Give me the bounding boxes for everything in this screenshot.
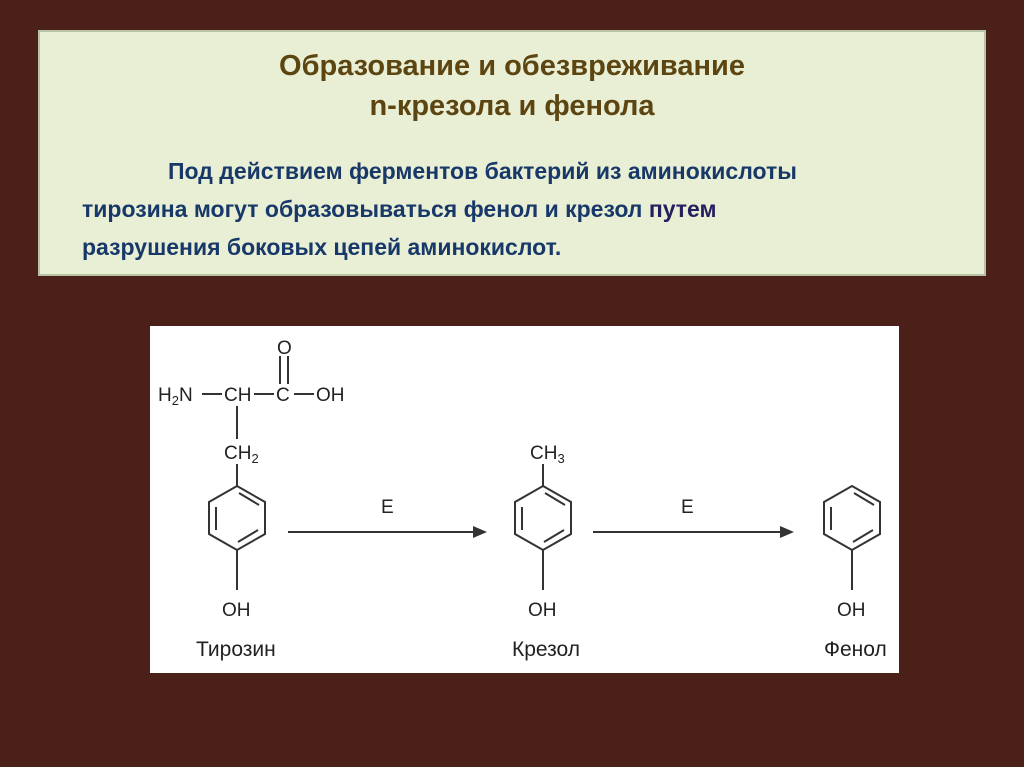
tyrosine-name: Тирозин xyxy=(196,638,276,661)
cresol-ring-double-1 xyxy=(544,492,566,506)
cresol-ring-double-2 xyxy=(543,529,565,543)
arrow-1-head xyxy=(473,526,487,538)
cresol-oh-label: OH xyxy=(528,600,557,621)
desc-line-1: Под действием ферментов бактерий из амин… xyxy=(168,158,797,184)
cresol-ring xyxy=(514,484,572,552)
cresol-ch3-label: CH3 xyxy=(530,443,565,466)
tyrosine-ch2-label: CH2 xyxy=(224,443,259,466)
phenol-oh-label: OH xyxy=(837,600,866,621)
phenol-ring-double-2 xyxy=(852,529,874,543)
arrow-1-label: E xyxy=(381,497,394,518)
tyrosine-c-label: C xyxy=(276,385,290,406)
reaction-diagram: H2N CH C O OH CH2 OH Тирозин E E CH3 OH … xyxy=(150,326,899,673)
title-line-2: n-крезола и фенола xyxy=(369,90,655,122)
header-panel: Образование и обезвреживание n-крезола и… xyxy=(38,30,986,276)
tyrosine-oh-label: OH xyxy=(222,600,251,621)
title-line-1: Образование и обезвреживание xyxy=(279,50,745,82)
tyrosine-ring xyxy=(208,484,266,552)
desc-line-2: тирозина могут образовываться фенол и кр… xyxy=(82,190,960,228)
tyrosine-ring-double-2 xyxy=(237,529,259,543)
tyrosine-h2n-label: H2N xyxy=(158,385,193,408)
phenol-ring-double-1 xyxy=(853,492,875,506)
tyrosine-ch-label: CH xyxy=(224,385,251,406)
cresol-name: Крезол xyxy=(512,638,580,661)
reaction-scheme-svg: H2N CH C O OH CH2 OH Тирозин E E CH3 OH … xyxy=(158,338,887,661)
desc-line-3: разрушения боковых цепей аминокислот. xyxy=(82,234,562,260)
arrow-2-head xyxy=(780,526,794,538)
arrow-2-label: E xyxy=(681,497,694,518)
slide-description: Под действием ферментов бактерий из амин… xyxy=(82,152,960,266)
tyrosine-ring-double-1 xyxy=(238,492,260,506)
slide-title: Образование и обезвреживание n-крезола и… xyxy=(40,46,984,126)
desc-line-2-main: тирозина могут образовываться фенол и кр… xyxy=(82,196,649,222)
tyrosine-oh-acid-label: OH xyxy=(316,385,345,406)
desc-line-2-highlight: путем xyxy=(648,196,717,222)
phenol-ring xyxy=(823,484,881,552)
tyrosine-o-label: O xyxy=(277,338,292,359)
phenol-name: Фенол xyxy=(824,638,887,661)
